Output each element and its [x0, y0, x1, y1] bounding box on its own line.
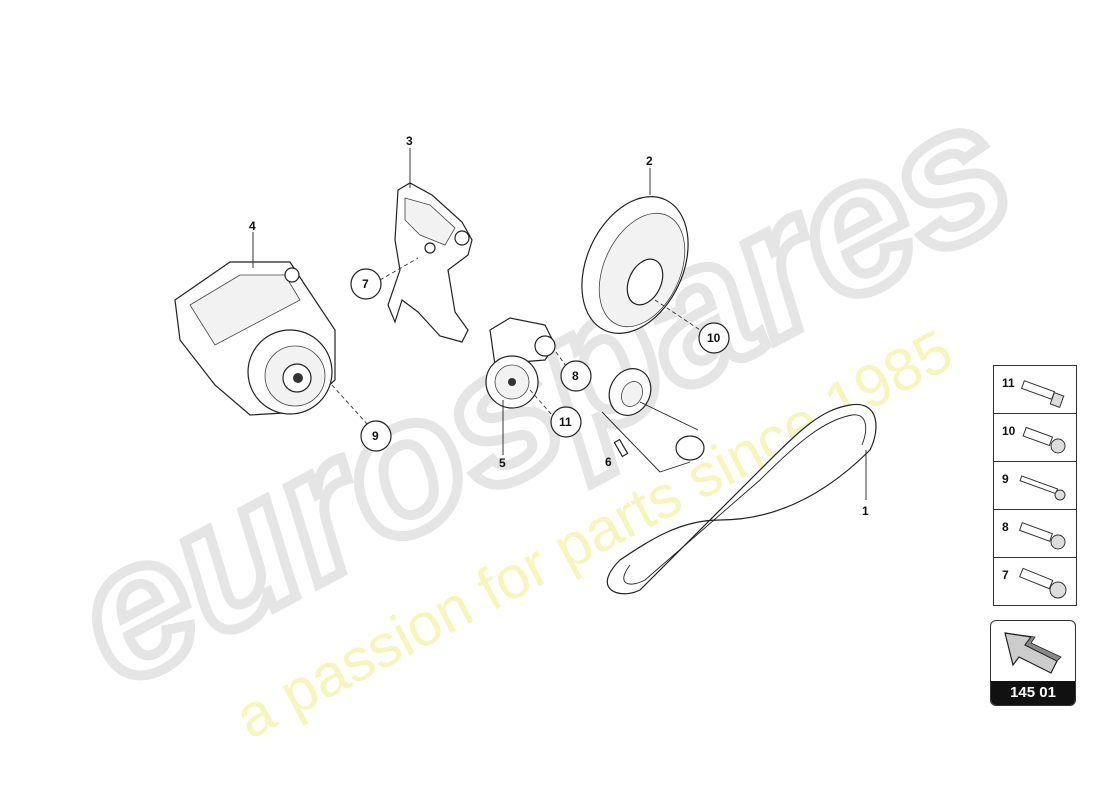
watermark: eurospares a passion for parts since 198…: [35, 53, 1049, 751]
callout-2: 2: [646, 154, 653, 168]
callout-5: 5: [499, 456, 506, 470]
callout-1: 1: [862, 504, 869, 518]
bracket[interactable]: 3 7: [350, 134, 473, 343]
poly-v-belt[interactable]: 1: [606, 403, 877, 595]
arrow-back-icon: [1004, 632, 1062, 674]
legend-row-8[interactable]: 8: [994, 510, 1076, 558]
alternator[interactable]: 4 9: [174, 219, 392, 452]
legend-number: 7: [1002, 568, 1009, 582]
long-bolt-icon: [1019, 475, 1066, 501]
legend-number: 9: [1002, 472, 1009, 486]
socket-bolt-icon: [1019, 567, 1067, 599]
callout-7-circle: [350, 268, 382, 300]
callout-10-circle: [698, 322, 730, 354]
legend-number: 11: [1002, 376, 1015, 390]
callout-8: 8: [572, 369, 579, 383]
callout-6: 6: [605, 455, 612, 469]
page-reference-button[interactable]: 145 01: [990, 620, 1076, 706]
legend-row-7[interactable]: 7: [994, 558, 1076, 605]
page-reference-number: 145 01: [991, 681, 1075, 705]
legend-row-10[interactable]: 10: [994, 414, 1076, 462]
socket-bolt-icon: [1018, 522, 1066, 550]
socket-bolt-icon: [1022, 426, 1066, 454]
vibration-damper[interactable]: 2 10: [561, 154, 730, 354]
callout-9: 9: [372, 429, 379, 443]
callout-3: 3: [406, 134, 413, 148]
callout-9-circle: [360, 420, 392, 452]
callout-11: 11: [559, 415, 572, 429]
callout-4: 4: [249, 219, 256, 233]
callout-8-circle: [560, 360, 592, 392]
legend-row-9[interactable]: 9: [994, 462, 1076, 510]
legend-number: 8: [1002, 520, 1009, 534]
idler-pulley[interactable]: 6: [601, 362, 705, 473]
callout-10: 10: [707, 331, 721, 345]
callout-11-circle: [550, 406, 582, 438]
hardware-legend: 11 10 9 8 7: [993, 365, 1077, 606]
callout-7: 7: [362, 277, 369, 291]
legend-number: 10: [1002, 424, 1016, 438]
legend-row-11[interactable]: 11: [994, 366, 1076, 414]
flange-bolt-icon: [1020, 380, 1065, 408]
belt-tensioner[interactable]: 5 8 11: [485, 317, 592, 470]
